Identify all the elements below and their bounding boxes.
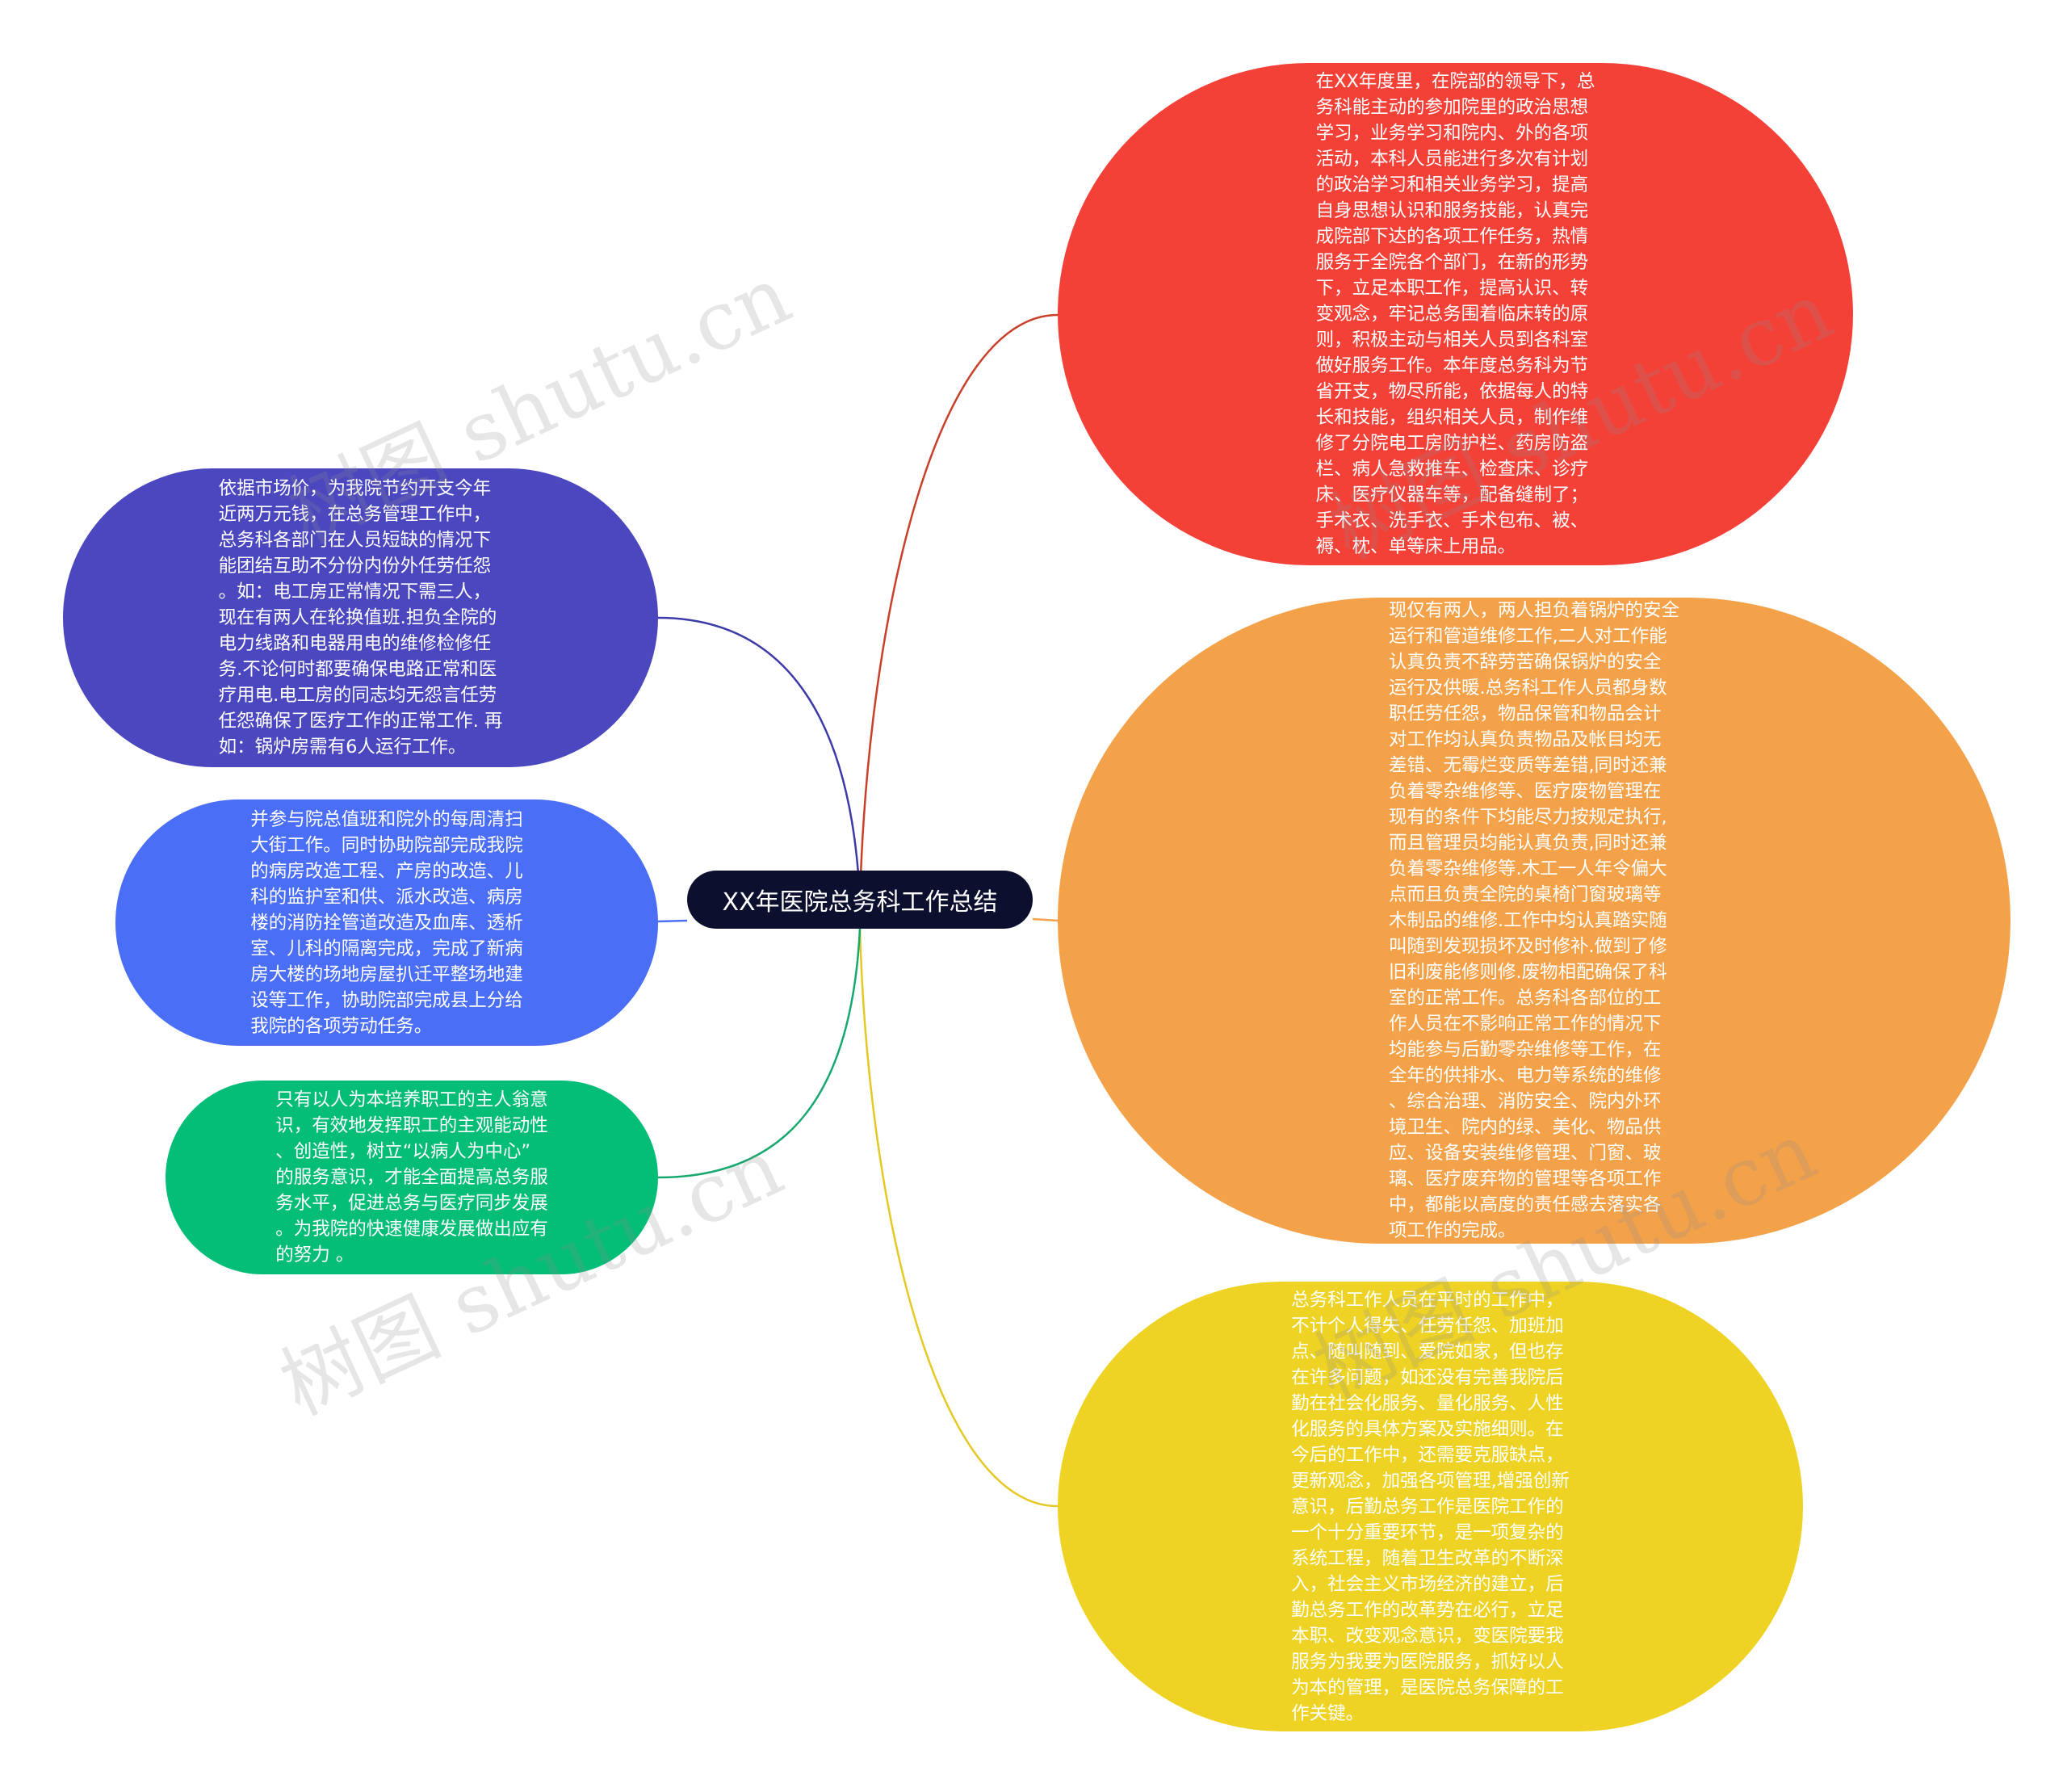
connector-green <box>657 928 862 1179</box>
topic-node-yellow-text: 总务科工作人员在平时的工作中， 不计个人得失、任劳任怨、加班加 点、随叫随到、爱… <box>1291 1289 1570 1724</box>
central-topic[interactable]: XX年医院总务科工作总结 <box>687 871 1033 929</box>
connector-orange <box>1032 917 1059 922</box>
topic-node-blue-text: 并参与院总值班和院外的每周清扫 大街工作。同时协助院部完成我院 的病房改造工程、… <box>250 808 523 1037</box>
topic-node-yellow[interactable]: 总务科工作人员在平时的工作中， 不计个人得失、任劳任怨、加班加 点、随叫随到、爱… <box>1058 1282 1803 1731</box>
connector-red <box>858 313 1059 900</box>
topic-node-red-text: 在XX年度里，在院部的领导下，总 务科能主动的参加院里的政治思想 学习，业务学习… <box>1315 71 1595 557</box>
connector-yellow <box>858 928 1059 1508</box>
topic-node-purple[interactable]: 依据市场价，为我院节约开支今年 近两万元钱，在总务管理工作中， 总务科各部门在人… <box>63 468 658 767</box>
central-topic-label: XX年医院总务科工作总结 <box>722 888 998 917</box>
connector-purple <box>657 616 862 900</box>
topic-node-purple-text: 依据市场价，为我院节约开支今年 近两万元钱，在总务管理工作中， 总务科各部门在人… <box>218 478 503 758</box>
topic-node-green[interactable]: 只有以人为本培养职工的主人翁意 识，有效地发挥职工的主观能动性 、创造性，树立“… <box>166 1081 658 1274</box>
topic-node-red[interactable]: 在XX年度里，在院部的领导下，总 务科能主动的参加院里的政治思想 学习，业务学习… <box>1058 63 1853 565</box>
topic-node-orange-text: 现仅有两人，两人担负着锅炉的安全 运行和管道维修工作,二人对工作能 认真负责不辞… <box>1388 600 1679 1241</box>
topic-node-blue[interactable]: 并参与院总值班和院外的每周清扫 大街工作。同时协助院部完成我院 的病房改造工程、… <box>115 799 658 1046</box>
topic-node-green-text: 只有以人为本培养职工的主人翁意 识，有效地发挥职工的主观能动性 、创造性，树立“… <box>275 1089 548 1265</box>
topic-node-orange[interactable]: 现仅有两人，两人担负着锅炉的安全 运行和管道维修工作,二人对工作能 认真负责不辞… <box>1058 598 2010 1244</box>
